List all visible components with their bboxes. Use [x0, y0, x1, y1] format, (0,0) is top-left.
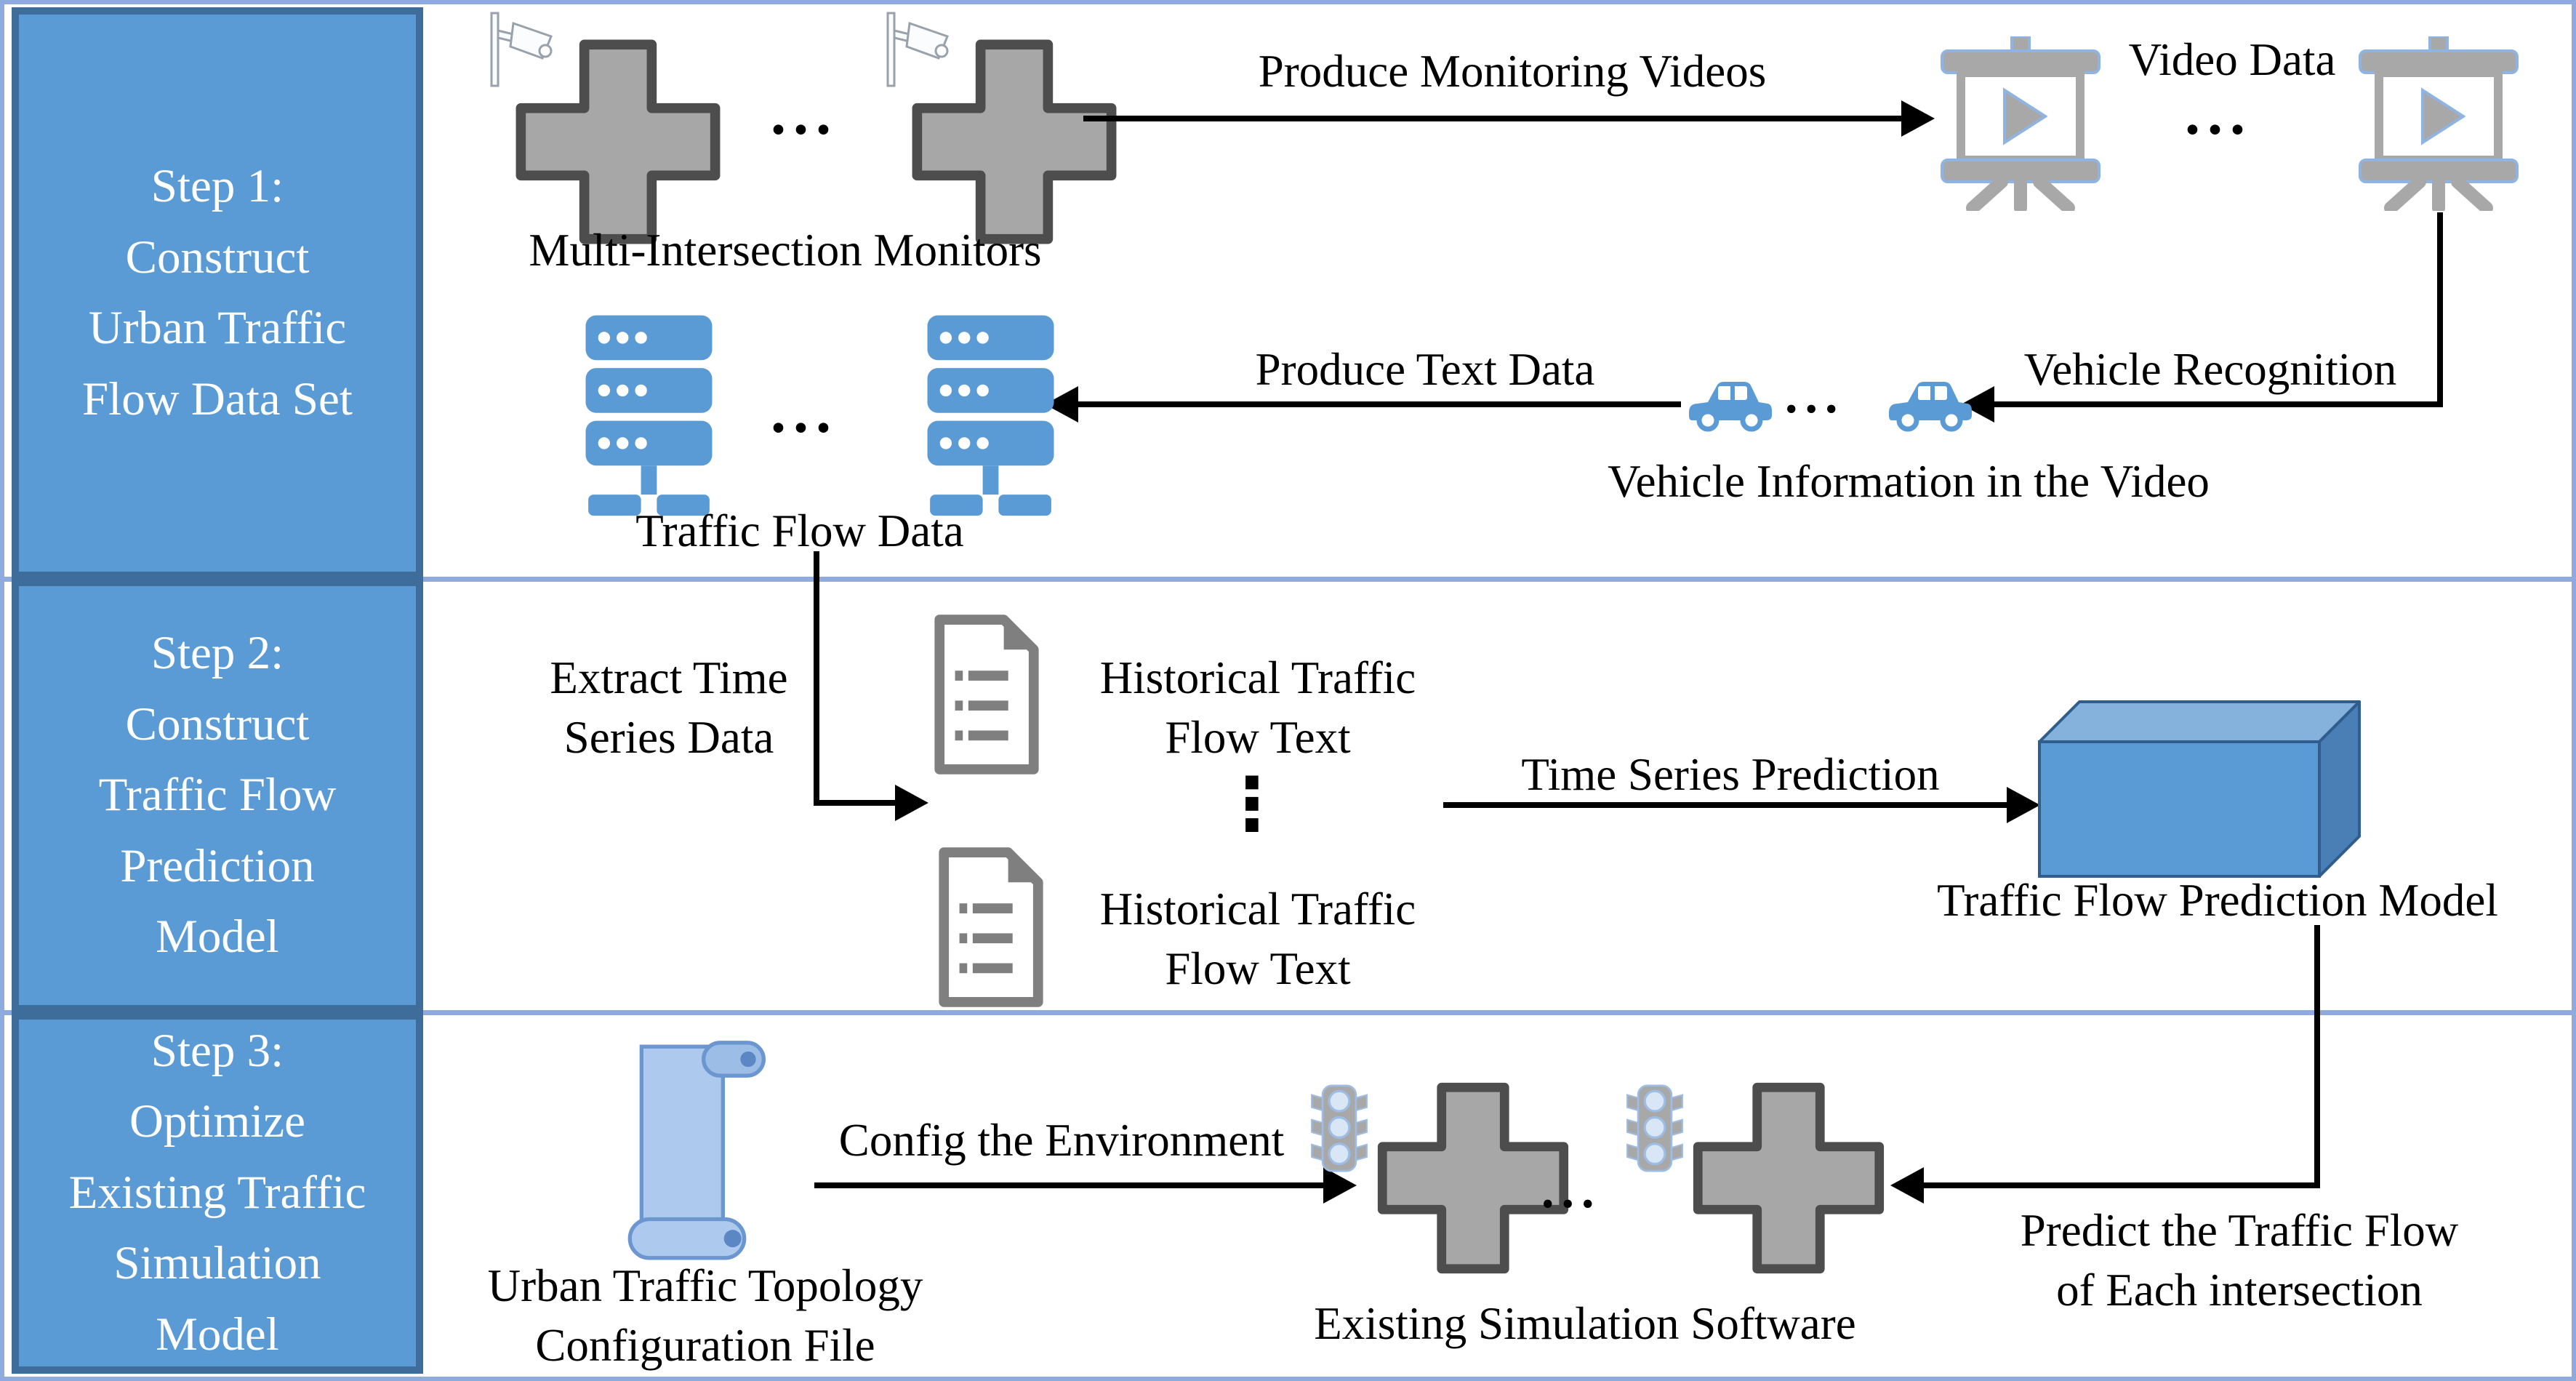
predict-label: Predict the Traffic Flow of Each interse…	[2020, 1205, 2459, 1316]
step3-box: Step 3: Optimize Existing Traffic Simula…	[12, 1012, 423, 1374]
existing-label: Existing Simulation Software	[1314, 1298, 1856, 1349]
document-icon	[934, 615, 1039, 774]
scroll-label: Urban Traffic Topology Configuration Fil…	[487, 1260, 923, 1371]
video-screen-icon	[1941, 36, 2100, 211]
arrow-predict	[1923, 1182, 2320, 1188]
scroll-icon	[627, 1041, 766, 1260]
prediction-model-cube-icon	[2038, 700, 2361, 878]
historical-label-1: Historical Traffic Flow Text	[1099, 652, 1416, 763]
ellipsis: ...	[771, 80, 838, 148]
arrowhead-right	[895, 785, 928, 821]
arrowhead-left	[1890, 1167, 1924, 1204]
arrow-extract	[814, 800, 895, 806]
step2-box: Step 2: Construct Traffic Flow Predictio…	[12, 579, 423, 1012]
server-icon	[585, 315, 713, 516]
intersection-icon	[1693, 1082, 1885, 1274]
arrow-time-series	[1443, 802, 2007, 808]
model-label: Traffic Flow Prediction Model	[1937, 875, 2498, 926]
cctv-camera-icon	[490, 12, 553, 87]
car-icon	[1889, 382, 1972, 432]
monitors-label: Multi-Intersection Monitors	[529, 225, 1042, 276]
car-icon	[1689, 382, 1772, 432]
arrowhead-right	[1323, 1167, 1357, 1204]
arrow-vehicle-recognition	[1994, 401, 2443, 407]
extract-label: Extract Time Series Data	[550, 652, 788, 763]
cctv-camera-icon	[886, 12, 949, 87]
traffic-light-icon	[1311, 1084, 1368, 1172]
server-icon	[927, 315, 1054, 516]
produce-text-label: Produce Text Data	[1255, 344, 1595, 395]
vehicle-recognition-label: Vehicle Recognition	[2023, 344, 2397, 395]
historical-label-2: Historical Traffic Flow Text	[1099, 884, 1416, 994]
arrow-produce-text	[1078, 401, 1681, 407]
arrow-produce-videos	[1083, 116, 1901, 121]
intersection-icon	[515, 39, 721, 244]
arrowhead-right	[2007, 787, 2040, 823]
intersection-icon	[912, 39, 1117, 244]
ellipsis: ...	[1785, 368, 1845, 424]
arrowhead-right	[1901, 100, 1935, 137]
produce-videos-label: Produce Monitoring Videos	[1258, 46, 1767, 97]
connector-data-to-docs	[814, 551, 819, 803]
ellipsis: ...	[2185, 80, 2252, 148]
traffic-light-icon	[1626, 1084, 1683, 1172]
row-divider-1	[0, 577, 2576, 582]
traffic-flow-data-label: Traffic Flow Data	[635, 505, 964, 556]
document-icon	[939, 847, 1043, 1007]
step1-box: Step 1: Construct Urban Traffic Flow Dat…	[12, 7, 423, 579]
config-label: Config the Environment	[838, 1115, 1285, 1166]
arrow-config	[814, 1182, 1323, 1188]
video-screen-icon	[2359, 36, 2519, 211]
time-series-label: Time Series Prediction	[1521, 749, 1940, 800]
ellipsis: ...	[771, 378, 838, 446]
intersection-icon	[1377, 1082, 1569, 1274]
video-data-label: Video Data	[2128, 34, 2336, 85]
ellipsis: ...	[1541, 1163, 1602, 1219]
connector-model-down	[2314, 925, 2320, 1185]
connector-video-to-cars	[2437, 212, 2443, 404]
row-divider-2	[0, 1010, 2576, 1015]
vehicle-info-label: Vehicle Information in the Video	[1608, 456, 2210, 507]
